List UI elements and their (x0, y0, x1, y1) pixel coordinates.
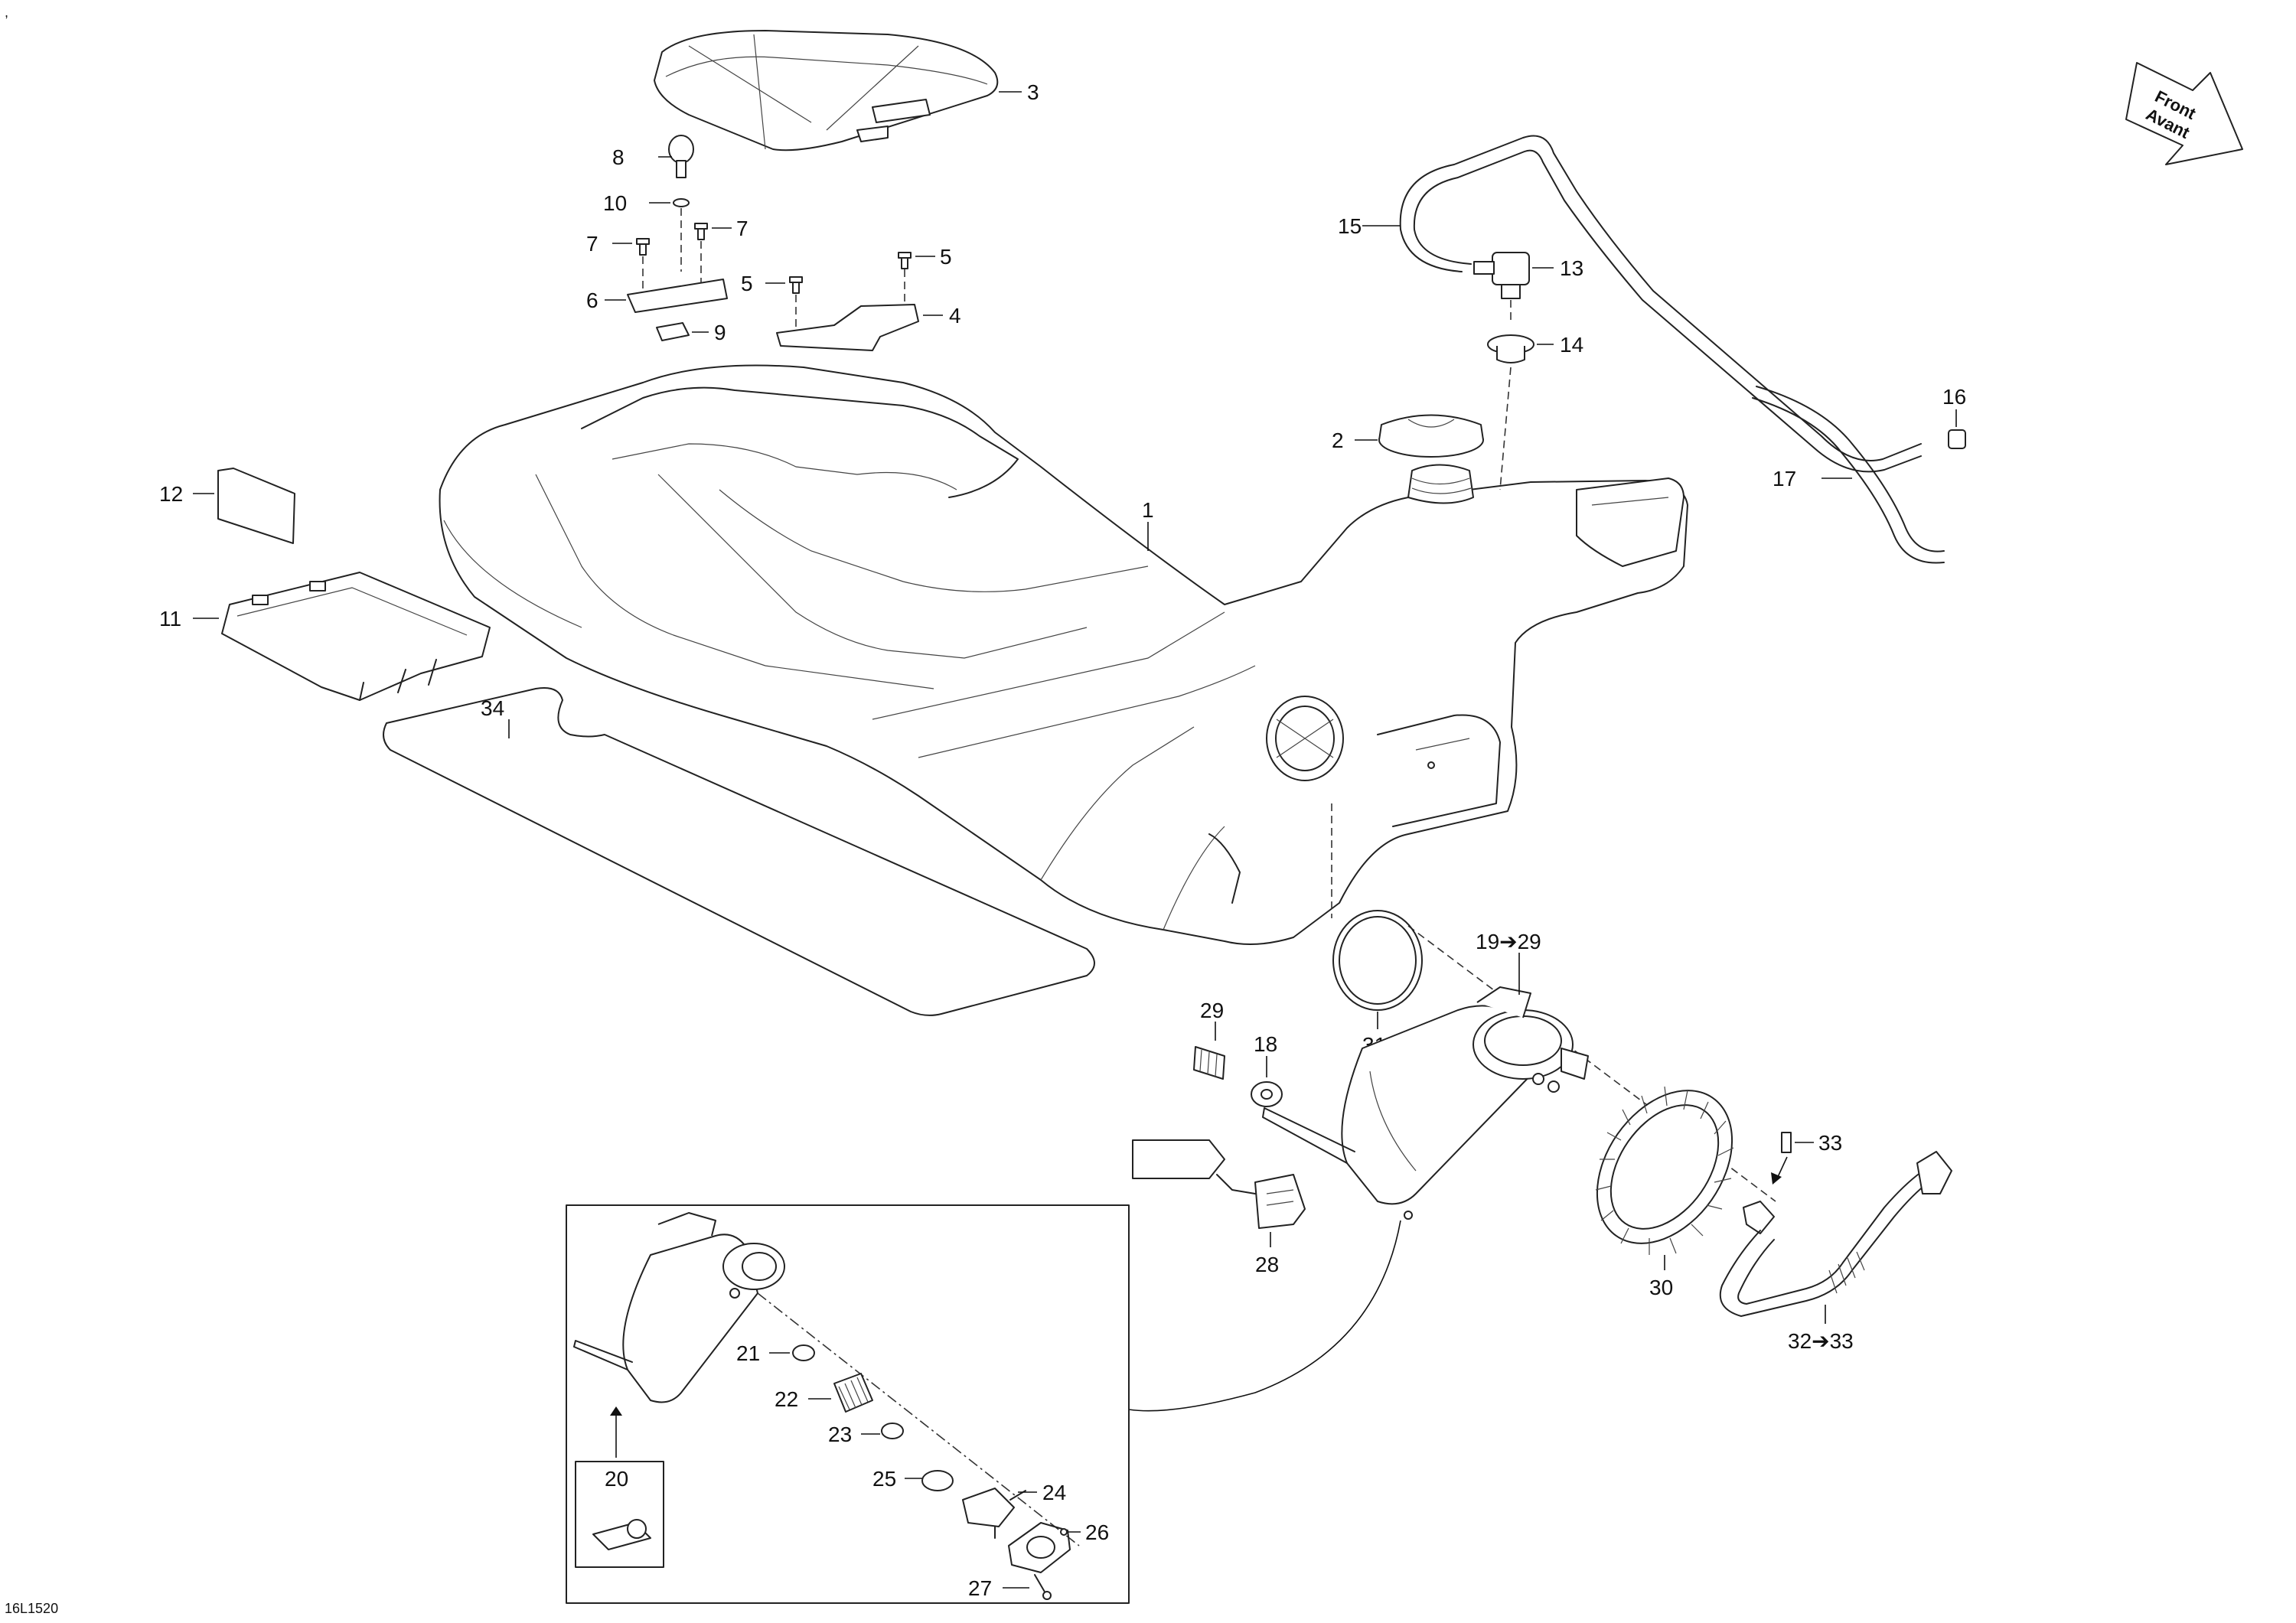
callout-11: 11 (159, 607, 181, 631)
part-3-tank-cover (654, 30, 999, 152)
callout-8: 8 (612, 145, 625, 169)
part-20-detail-frame (575, 1461, 664, 1568)
part-16-fitting (1948, 429, 1966, 449)
part-20-check-valve (592, 1519, 651, 1550)
callout-7-right: 7 (736, 217, 748, 240)
callout-5-left: 5 (741, 272, 753, 295)
callout-13: 13 (1560, 256, 1583, 280)
callout-22: 22 (775, 1387, 798, 1411)
callout-34: 34 (481, 696, 504, 720)
part-14-grommet (1487, 334, 1534, 363)
callout-33: 33 (1818, 1131, 1842, 1155)
arrow-20-icon (610, 1406, 622, 1416)
part-13-vent-valve (1473, 252, 1530, 299)
part-4-bracket (776, 304, 919, 351)
part-24-pressure-regulator (962, 1488, 1026, 1539)
callout-10: 10 (603, 191, 627, 215)
callout-16: 16 (1942, 385, 1966, 409)
callout-27: 27 (968, 1576, 992, 1600)
part-33-clamp (1781, 1132, 1792, 1153)
callout-25: 25 (872, 1467, 896, 1491)
callout-19-29: 19➔29 (1476, 930, 1541, 953)
callout-1: 1 (1142, 498, 1154, 522)
part-18-washer (1251, 1081, 1283, 1107)
part-27-screw (1034, 1574, 1052, 1600)
callout-3: 3 (1027, 80, 1039, 104)
callout-20: 20 (605, 1467, 628, 1491)
callout-2: 2 (1332, 429, 1344, 452)
callout-9: 9 (714, 321, 726, 344)
inset-fuel-pump (573, 1212, 785, 1403)
part-1-fuel-tank (439, 364, 1688, 945)
part-34-mat (383, 687, 1095, 1016)
part-7-screw-left (636, 238, 650, 256)
part-23-o-ring (881, 1423, 904, 1439)
part-19-29-fuel-pump-module (1262, 986, 1589, 1220)
callout-28: 28 (1255, 1253, 1279, 1276)
part-10-washer (673, 198, 690, 207)
part-6-bracket (627, 279, 728, 313)
callout-29: 29 (1200, 999, 1224, 1022)
callout-7-left: 7 (586, 232, 598, 256)
part-25-o-ring (921, 1470, 954, 1491)
part-21-o-ring (792, 1344, 815, 1361)
part-32-33-fuel-line (1719, 1151, 1952, 1317)
callout-5-right: 5 (940, 245, 952, 269)
arrow-33-icon (1771, 1172, 1782, 1185)
part-26-retainer-plate (1008, 1522, 1071, 1573)
part-28-level-sender (1132, 1139, 1306, 1229)
callout-6: 6 (586, 288, 598, 312)
part-9-clip (656, 322, 690, 341)
part-30-lock-ring (1595, 1086, 1734, 1255)
callout-12: 12 (159, 482, 183, 506)
callout-4: 4 (949, 304, 961, 328)
part-17-drain-hose (1752, 386, 1945, 564)
part-29-connector (1193, 1046, 1225, 1080)
callout-15: 15 (1338, 214, 1362, 238)
top-mark: , (5, 5, 8, 20)
inset-detail-frame (566, 1204, 1130, 1604)
callout-24: 24 (1042, 1481, 1066, 1504)
part-15-vent-hose (1399, 135, 1922, 473)
callout-32-33: 32➔33 (1788, 1329, 1854, 1353)
callout-23: 23 (828, 1423, 852, 1446)
callout-30: 30 (1649, 1276, 1673, 1299)
part-5-screw-left (789, 276, 803, 294)
part-11-storage-tray (221, 572, 491, 701)
callout-17: 17 (1773, 467, 1796, 490)
front-direction-arrow: Front Avant (2125, 62, 2243, 165)
part-12-foam-pad (217, 468, 295, 544)
part-7-screw-right (694, 223, 708, 240)
part-8-d-ring (668, 135, 694, 178)
callout-21: 21 (736, 1341, 760, 1365)
callout-26: 26 (1085, 1520, 1109, 1544)
callout-14: 14 (1560, 333, 1583, 357)
part-31-seal-ring (1332, 910, 1423, 1011)
part-2-fuel-cap (1378, 414, 1484, 458)
callout-18: 18 (1254, 1032, 1277, 1056)
part-5-screw-right (898, 252, 912, 269)
drawing-code: 16L1520 (5, 1601, 58, 1616)
part-22-filter (833, 1373, 873, 1413)
